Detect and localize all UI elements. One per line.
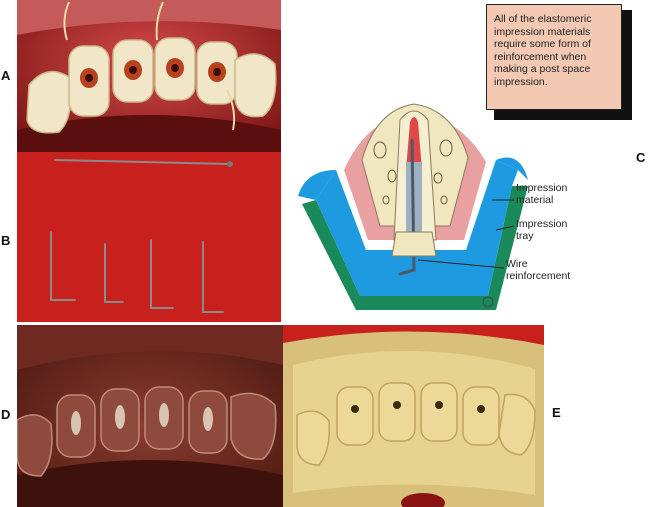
label-impression-tray-line2: tray [516,230,534,242]
label-impression-tray: Impression tray [516,218,567,242]
label-impression-tray-line1: Impression [516,218,568,230]
panel-label-a: A [1,68,11,83]
label-impression-material-line1: Impression [516,182,568,194]
photo-d-post-impression [17,325,283,507]
label-impression-material-line2: material [516,194,554,206]
label-wire-reinforcement: Wire reinforcement [506,258,570,282]
panel-label-d: D [1,407,11,422]
photo-a-prepared-teeth [17,0,281,152]
photo-e-stone-cast [283,325,544,507]
panel-label-b: B [1,233,11,248]
panel-label-c: C [636,150,646,165]
panel-label-e: E [552,405,561,420]
diagram-c-post-impression-cross-section [296,100,536,320]
label-wire-reinforcement-line2: reinforcement [506,270,571,282]
callout-box: All of the elastomeric impression materi… [486,4,622,110]
callout-text: All of the elastomeric impression materi… [494,13,592,88]
label-wire-reinforcement-line1: Wire [506,258,528,270]
label-impression-material: Impression material [516,182,567,206]
photo-b-wire-reinforcements [17,152,281,322]
